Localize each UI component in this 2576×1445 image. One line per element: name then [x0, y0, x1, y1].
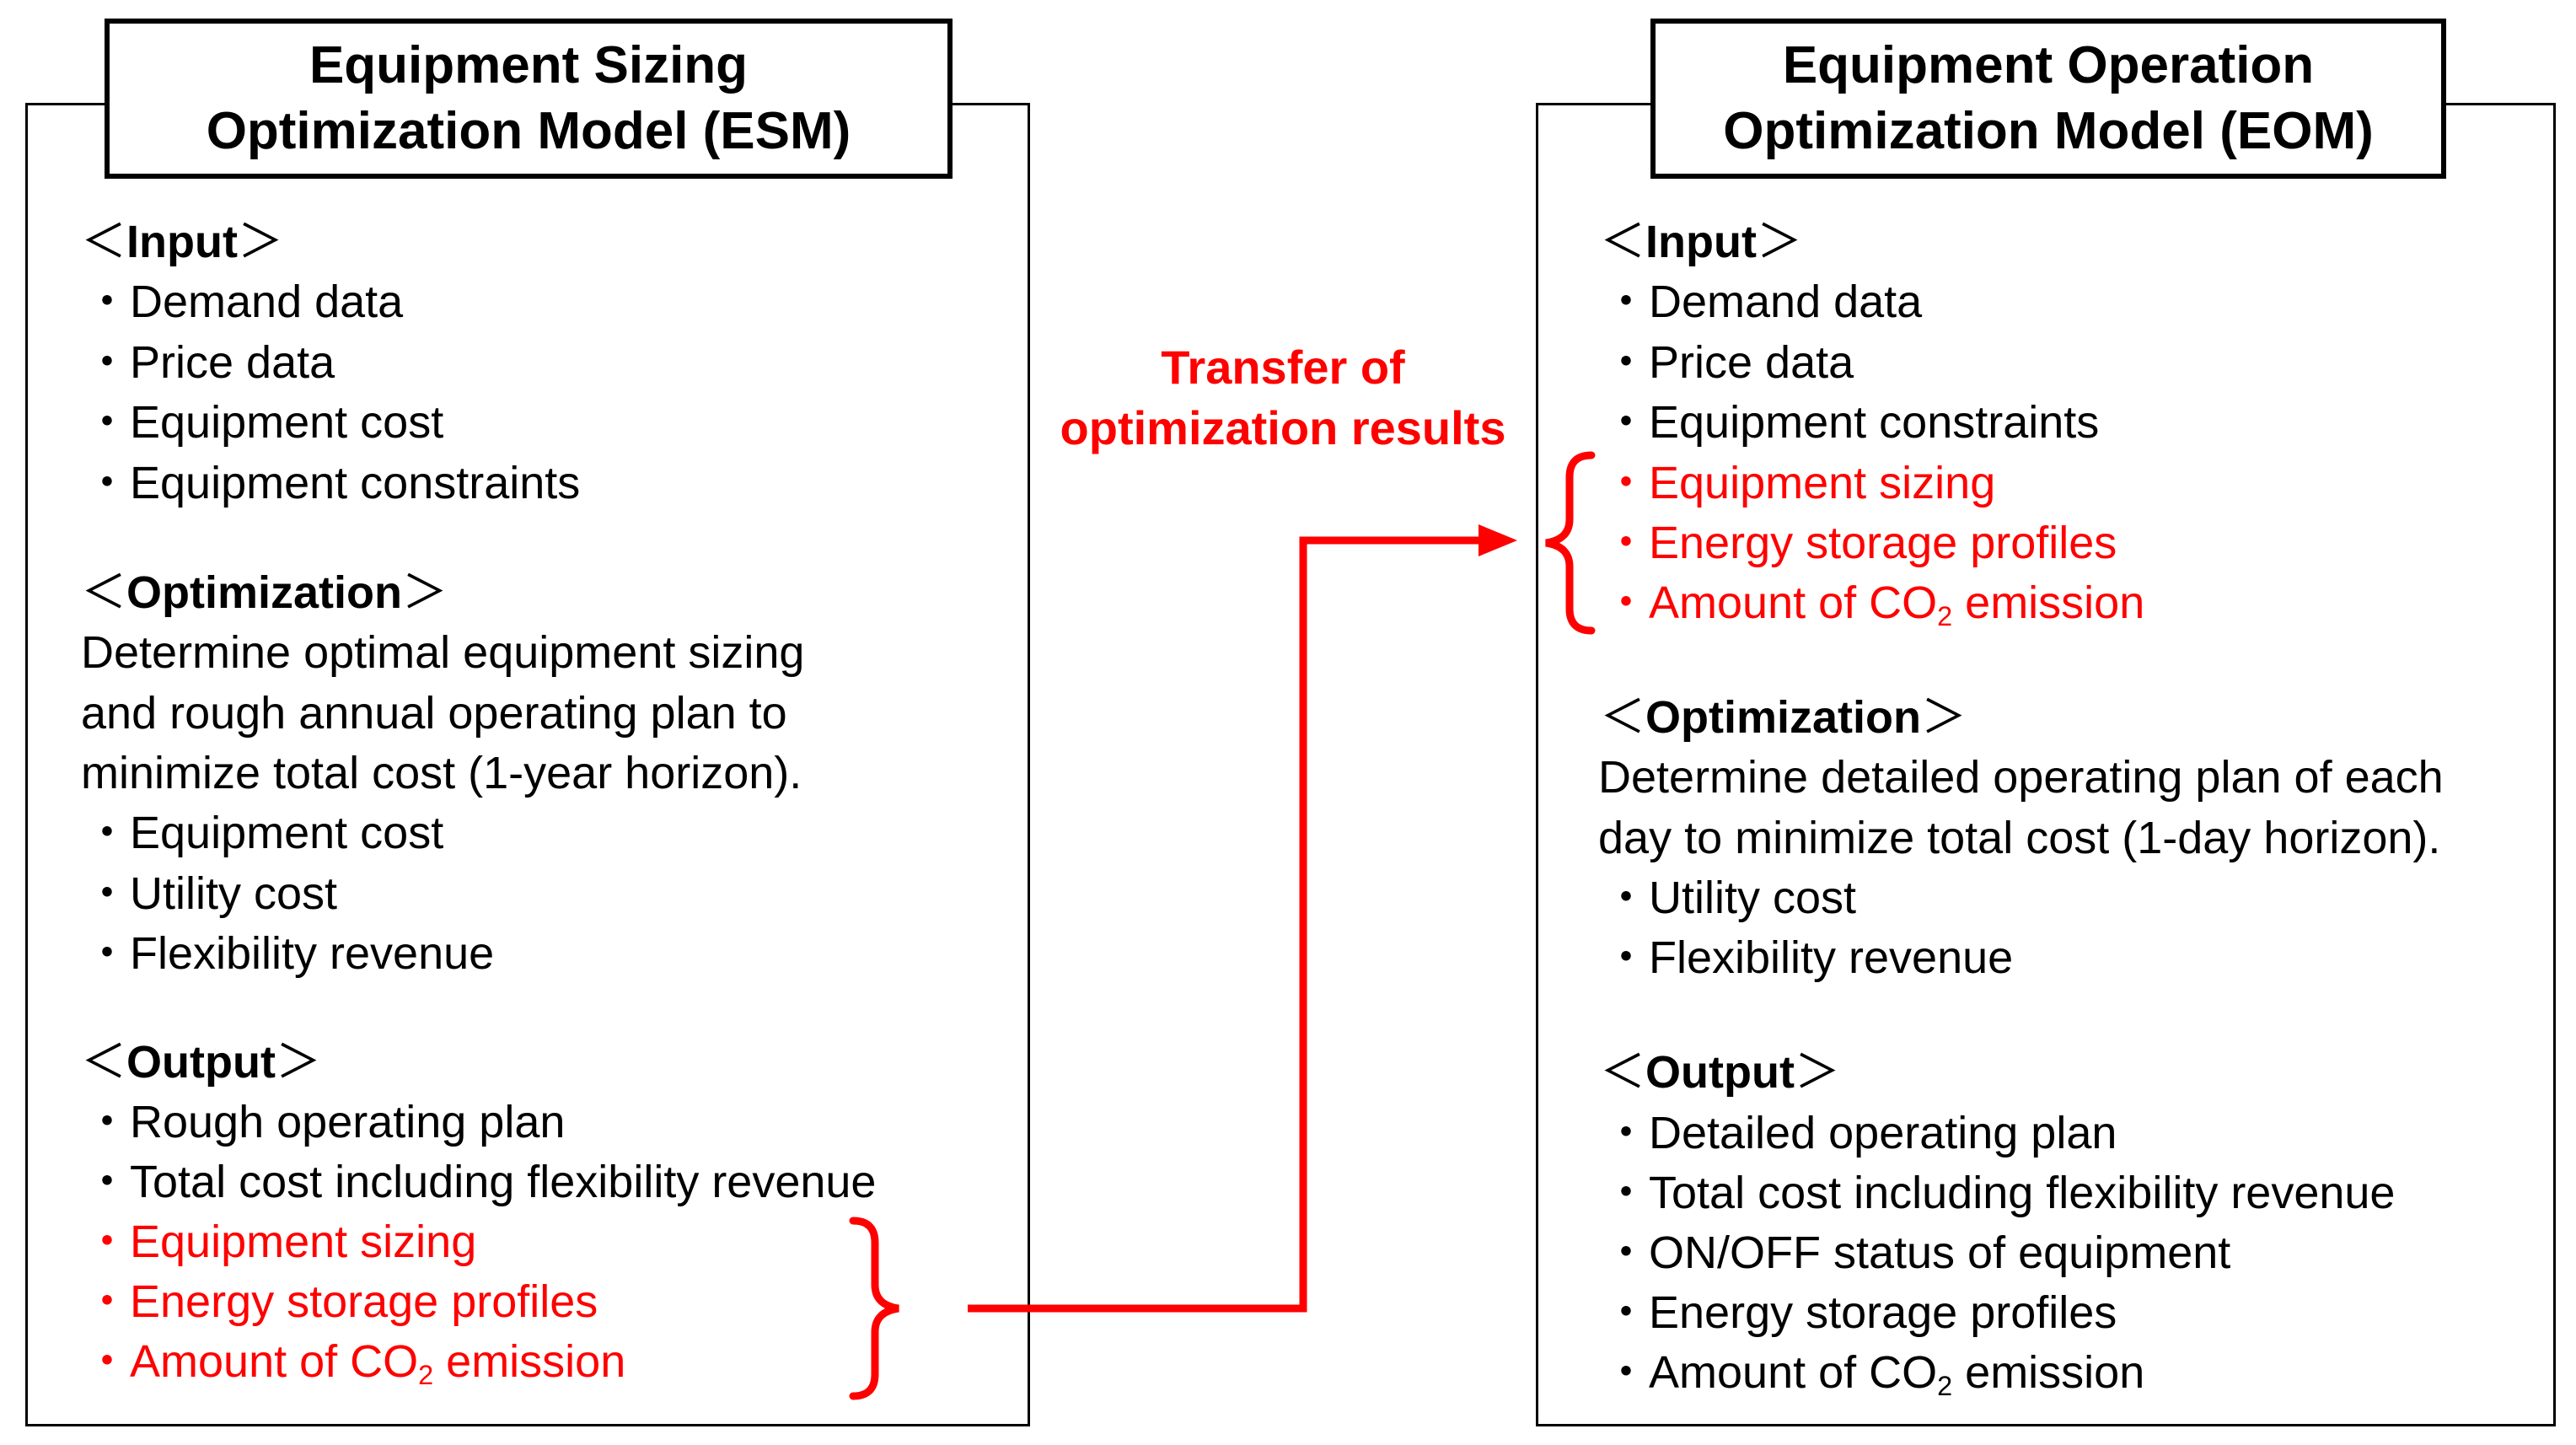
list-item-transfer: ・Equipment sizing — [1603, 458, 1996, 508]
eom-optimization-text: Determine detailed operating plan of eac… — [1598, 752, 2444, 803]
list-item-co2: ・Amount of CO2 emission — [1603, 577, 2145, 632]
list-item-co2: ・Amount of CO2 emission — [84, 1336, 626, 1391]
transfer-label: Transfer of optimization results — [1038, 337, 1527, 459]
eom-output-header: ＜Output＞ — [1600, 1047, 1840, 1098]
eom-optimization-text: day to minimize total cost (1-day horizo… — [1598, 813, 2441, 863]
list-item-transfer: ・Energy storage profiles — [84, 1276, 598, 1327]
list-item: ・Utility cost — [1603, 873, 1857, 923]
list-item: ・Flexibility revenue — [84, 928, 495, 979]
list-item: ・Detailed operating plan — [1603, 1108, 2117, 1158]
eom-title-line1: Equipment Operation — [1782, 36, 2315, 94]
transfer-arrow-head — [1479, 524, 1517, 556]
esm-optimization-text: Determine optimal equipment sizing — [81, 627, 805, 678]
esm-optimization-text: and rough annual operating plan to — [81, 688, 787, 739]
list-item: ・Equipment constraints — [84, 458, 581, 508]
list-item: ・Price data — [1603, 337, 1854, 388]
transfer-arrow-line — [968, 536, 1484, 1313]
esm-title-line2: Optimization Model (ESM) — [206, 102, 851, 160]
eom-panel — [1536, 103, 2556, 1426]
eom-title-line2: Optimization Model (EOM) — [1723, 102, 2374, 160]
eom-title: Equipment Operation Optimization Model (… — [1650, 19, 2446, 179]
eom-optimization-header: ＜Optimization＞ — [1600, 692, 1967, 743]
list-item: ・Total cost including flexibility revenu… — [84, 1157, 877, 1207]
list-item: ・Price data — [84, 337, 335, 388]
esm-title-line1: Equipment Sizing — [309, 36, 749, 94]
list-item: ・Demand data — [84, 277, 404, 327]
list-item: ・ON/OFF status of equipment — [1603, 1227, 2231, 1278]
esm-output-brace — [849, 1217, 899, 1400]
esm-input-header: ＜Input＞ — [81, 217, 283, 267]
transfer-label-line1: Transfer of — [1161, 341, 1405, 394]
esm-panel — [25, 103, 1030, 1426]
list-item: ・Equipment cost — [84, 808, 444, 858]
list-item: ・Utility cost — [84, 868, 338, 919]
list-item: ・Total cost including flexibility revenu… — [1603, 1168, 2396, 1218]
list-item: ・Energy storage profiles — [1603, 1287, 2117, 1338]
esm-optimization-header: ＜Optimization＞ — [81, 567, 448, 618]
esm-output-header: ＜Output＞ — [81, 1037, 321, 1088]
list-item-transfer: ・Energy storage profiles — [1603, 518, 2117, 568]
esm-optimization-text: minimize total cost (1-year horizon). — [81, 748, 802, 798]
eom-input-brace — [1545, 451, 1596, 635]
list-item: ・Demand data — [1603, 277, 1923, 327]
list-item: ・Rough operating plan — [84, 1097, 566, 1147]
list-item: ・Equipment cost — [84, 397, 444, 448]
transfer-label-line2: optimization results — [1060, 401, 1506, 454]
esm-title: Equipment Sizing Optimization Model (ESM… — [105, 19, 953, 179]
list-item: ・Equipment constraints — [1603, 397, 2100, 448]
list-item: ・Flexibility revenue — [1603, 932, 2014, 983]
eom-input-header: ＜Input＞ — [1600, 217, 1802, 267]
list-item-co2: ・Amount of CO2 emission — [1603, 1347, 2145, 1402]
list-item-transfer: ・Equipment sizing — [84, 1217, 477, 1267]
